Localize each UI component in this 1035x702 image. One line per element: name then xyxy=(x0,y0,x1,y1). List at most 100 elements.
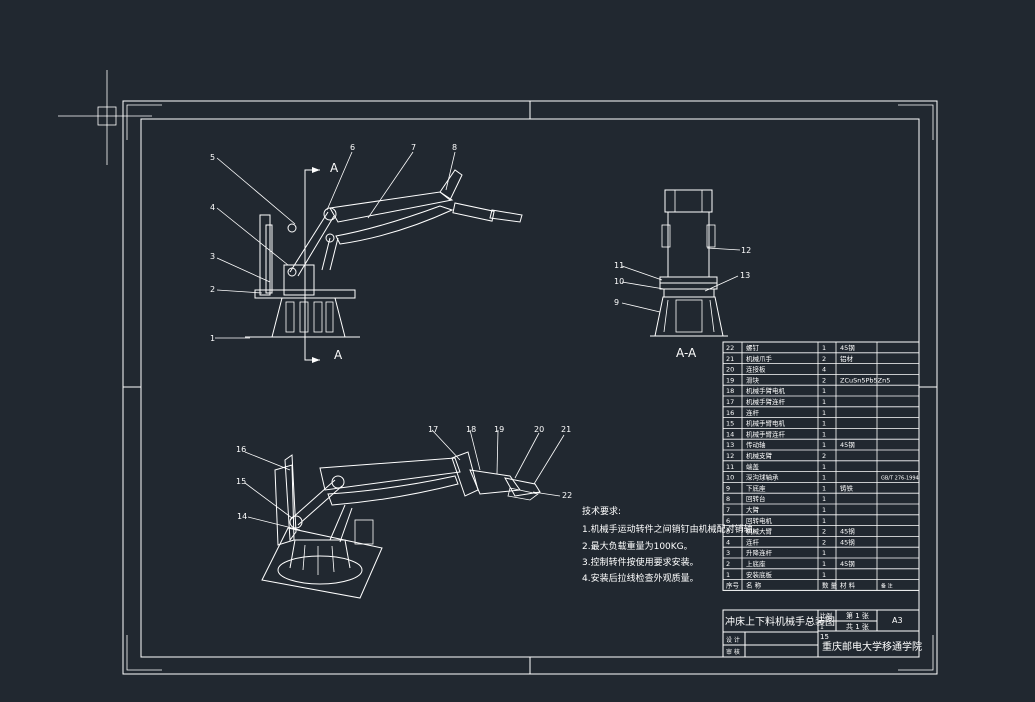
designer-label: 设 计 xyxy=(726,636,740,644)
side-view: A A xyxy=(245,161,523,363)
parts-table-cell-no: 8 xyxy=(726,495,730,503)
svg-text:7: 7 xyxy=(411,143,416,152)
parts-table-cell-material: 铝材 xyxy=(840,354,854,363)
parts-table-cell-qty: 4 xyxy=(822,366,826,374)
svg-text:12: 12 xyxy=(741,246,751,255)
svg-text:15: 15 xyxy=(236,477,246,486)
parts-table-cell-qty: 1 xyxy=(822,571,826,579)
svg-text:4: 4 xyxy=(210,203,215,212)
parts-table-cell-name: 安装底板 xyxy=(746,570,773,579)
technical-requirements: 技术要求: 1.机械手运动转件之间销钉由机械配对销轴。 2.最大负载重量为100… xyxy=(582,505,762,584)
parts-table-cell-qty: 2 xyxy=(822,452,826,460)
parts-table-cell-no: 20 xyxy=(726,366,734,374)
parts-table-cell-qty: 2 xyxy=(822,355,826,363)
parts-table-cell-name: 连杆 xyxy=(746,408,760,417)
scale-value: 1 xyxy=(820,624,824,631)
parts-table-cell-name: 机械手臂连杆 xyxy=(746,429,786,438)
svg-text:18: 18 xyxy=(466,425,476,434)
section-label-bottom: A xyxy=(334,348,343,362)
parts-table-cell-qty: 2 xyxy=(822,538,826,546)
parts-table-cell-no: 12 xyxy=(726,452,734,460)
parts-table-cell-name: 机械爪手 xyxy=(746,354,773,363)
parts-table-cell-no: 7 xyxy=(726,506,730,514)
parts-table-cell-name: 滑块 xyxy=(746,375,760,384)
parts-table-cell-qty: 1 xyxy=(822,495,826,503)
section-title: A-A xyxy=(676,346,697,360)
parts-table-cell-material: 45钢 xyxy=(840,560,855,568)
parts-table-cell-no: 9 xyxy=(726,484,730,492)
paper-size: A3 xyxy=(892,616,903,625)
parts-table-cell-no: 19 xyxy=(726,376,734,384)
parts-table-cell-no: 3 xyxy=(726,549,730,557)
isometric-balloons: 16 15 14 17 18 19 20 21 22 xyxy=(236,425,572,531)
sheet-total: 共 1 张 xyxy=(846,622,869,631)
svg-text:14: 14 xyxy=(237,512,247,521)
parts-table-header-no: 序号 xyxy=(726,581,740,590)
svg-text:5: 5 xyxy=(210,153,215,162)
svg-text:13: 13 xyxy=(740,271,750,280)
parts-table-cell-qty: 1 xyxy=(822,387,826,395)
parts-table-cell-qty: 1 xyxy=(822,560,826,568)
parts-table-cell-qty: 1 xyxy=(822,344,826,352)
parts-table-cell-qty: 1 xyxy=(822,441,826,449)
svg-text:10: 10 xyxy=(614,277,624,286)
sheet-number: 第 1 张 xyxy=(846,611,869,620)
parts-table-cell-no: 13 xyxy=(726,441,734,449)
parts-table-cell-name: 传动轴 xyxy=(746,440,766,449)
svg-text:1: 1 xyxy=(210,334,215,343)
parts-table-cell-qty: 1 xyxy=(822,484,826,492)
parts-table-cell-name: 机械手臂电机 xyxy=(746,419,786,428)
parts-table-cell-no: 11 xyxy=(726,463,734,471)
svg-text:17: 17 xyxy=(428,425,438,434)
parts-table-cell-name: 下底座 xyxy=(746,483,766,492)
svg-text:21: 21 xyxy=(561,425,571,434)
parts-table-cell-name: 端盖 xyxy=(746,462,760,471)
svg-text:22: 22 xyxy=(562,491,572,500)
parts-table-header-name: 名 称 xyxy=(746,581,762,590)
title-block: 冲床上下料机械手总装图 比例 1 第 1 张 共 1 张 A3 15 重庆邮电大… xyxy=(722,609,922,658)
svg-text:16: 16 xyxy=(236,445,246,454)
parts-table-cell-no: 10 xyxy=(726,474,734,482)
parts-table-cell-name: 深沟球轴承 xyxy=(746,473,779,482)
tech-req-heading: 技术要求: xyxy=(582,505,621,517)
parts-table-cell-qty: 2 xyxy=(822,376,826,384)
crosshair-cursor-icon xyxy=(58,70,152,165)
svg-text:2: 2 xyxy=(210,285,215,294)
school-name: 重庆邮电大学移通学院 xyxy=(822,640,922,653)
scale-label: 比例 xyxy=(820,612,832,620)
parts-table-cell-qty: 1 xyxy=(822,474,826,482)
parts-table-cell-no: 2 xyxy=(726,560,730,568)
tech-req-4: 4.安装后拉线检查外观质量。 xyxy=(582,572,699,584)
parts-table-cell-no: 5 xyxy=(726,528,730,536)
tech-req-2: 2.最大负载重量为100KG。 xyxy=(582,540,693,552)
parts-table-cell-qty: 1 xyxy=(822,420,826,428)
parts-table-header-material: 材 料 xyxy=(840,581,856,590)
parts-table-cell-material: 45钢 xyxy=(840,441,855,449)
tech-req-1: 1.机械手运动转件之间销钉由机械配对销轴。 xyxy=(582,523,762,535)
section-label-top: A xyxy=(330,161,339,175)
drawing-title: 冲床上下料机械手总装图 xyxy=(725,615,835,628)
parts-table-cell-qty: 1 xyxy=(822,517,826,525)
parts-table-cell-material: 45钢 xyxy=(840,538,855,546)
svg-text:8: 8 xyxy=(452,143,457,152)
parts-table-cell-no: 15 xyxy=(726,420,734,428)
parts-table-cell-name: 机械支臂 xyxy=(746,451,773,460)
parts-table-cell-name: 连杆 xyxy=(746,537,760,546)
parts-table-cell-no: 17 xyxy=(726,398,734,406)
parts-table-cell-material: ZCuSn5Pb5Zn5 xyxy=(840,376,890,384)
parts-table-cell-material: 铸铁 xyxy=(840,483,854,492)
svg-text:3: 3 xyxy=(210,252,215,261)
parts-table-cell-name: 升降连杆 xyxy=(746,548,773,557)
parts-table-cell-no: 1 xyxy=(726,571,730,579)
parts-table-cell-note: GB/T 276-1994 xyxy=(881,476,919,482)
parts-table-cell-qty: 1 xyxy=(822,506,826,514)
side-view-balloons: 1 2 3 4 5 6 7 8 xyxy=(210,143,457,343)
svg-text:9: 9 xyxy=(614,298,619,307)
parts-table-cell-no: 22 xyxy=(726,344,734,352)
svg-text:19: 19 xyxy=(494,425,504,434)
parts-table-cell-qty: 1 xyxy=(822,430,826,438)
parts-table-header-note: 备 注 xyxy=(881,583,893,590)
parts-table-cell-name: 机械大臂 xyxy=(746,527,773,536)
